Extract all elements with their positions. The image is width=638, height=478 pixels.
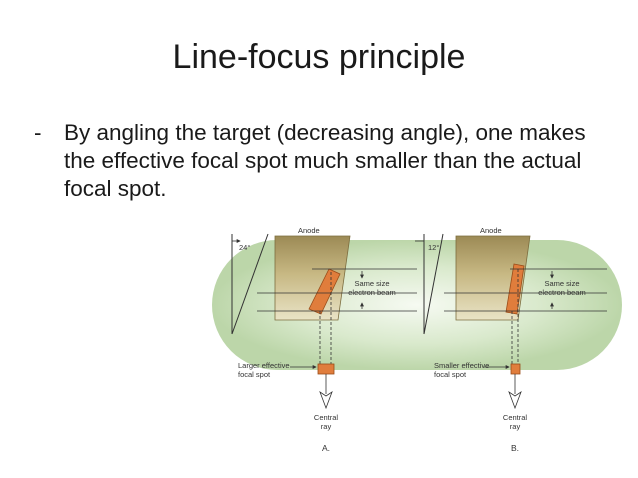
diagram-graphics	[212, 233, 622, 410]
panel-b	[415, 233, 607, 410]
effective-focal-spot-a	[317, 363, 335, 375]
central-ray-label-a-1: Central	[313, 413, 339, 422]
bullet-point: - By angling the target (decreasing angl…	[34, 119, 614, 203]
same-size-label-a-2: electron beam	[348, 288, 396, 297]
target-b	[505, 263, 525, 315]
same-size-label-a-1: Same size	[354, 279, 390, 288]
angle-label-a: 24°	[239, 243, 251, 252]
anode-label-a: Anode	[298, 226, 320, 235]
anode-label-b: Anode	[480, 226, 502, 235]
panel-a	[231, 233, 417, 410]
effective-label-a-1: Larger effective	[238, 361, 290, 370]
angle-line-b	[423, 233, 444, 335]
effective-label-a-2: focal spot	[238, 370, 271, 379]
central-ray-label-b-2: ray	[509, 422, 521, 431]
central-ray-arrowhead-a	[319, 390, 333, 410]
same-size-label-b-2: electron beam	[538, 288, 586, 297]
same-size-label-b-1: Same size	[544, 279, 580, 288]
angle-label-b: 12°	[428, 243, 440, 252]
effective-focal-spot-b	[510, 363, 521, 375]
slide-title: Line-focus principle	[172, 38, 466, 76]
central-ray-arrowhead-b	[508, 390, 522, 410]
bullet-text: By angling the target (decreasing angle)…	[64, 120, 586, 201]
effective-label-b-2: focal spot	[434, 370, 467, 379]
angle-line-a	[231, 233, 269, 335]
central-ray-label-b-1: Central	[502, 413, 528, 422]
bullet-marker: -	[34, 120, 42, 145]
effective-label-b-1: Smaller effective	[434, 361, 490, 370]
panel-letter-b: B.	[510, 443, 520, 453]
line-focus-diagram: Anode 24° Same size electron beam Larger…	[212, 214, 622, 478]
panel-letter-a: A.	[321, 443, 331, 453]
target-a	[308, 268, 341, 315]
background-band	[212, 240, 622, 370]
central-ray-label-a-2: ray	[320, 422, 332, 431]
